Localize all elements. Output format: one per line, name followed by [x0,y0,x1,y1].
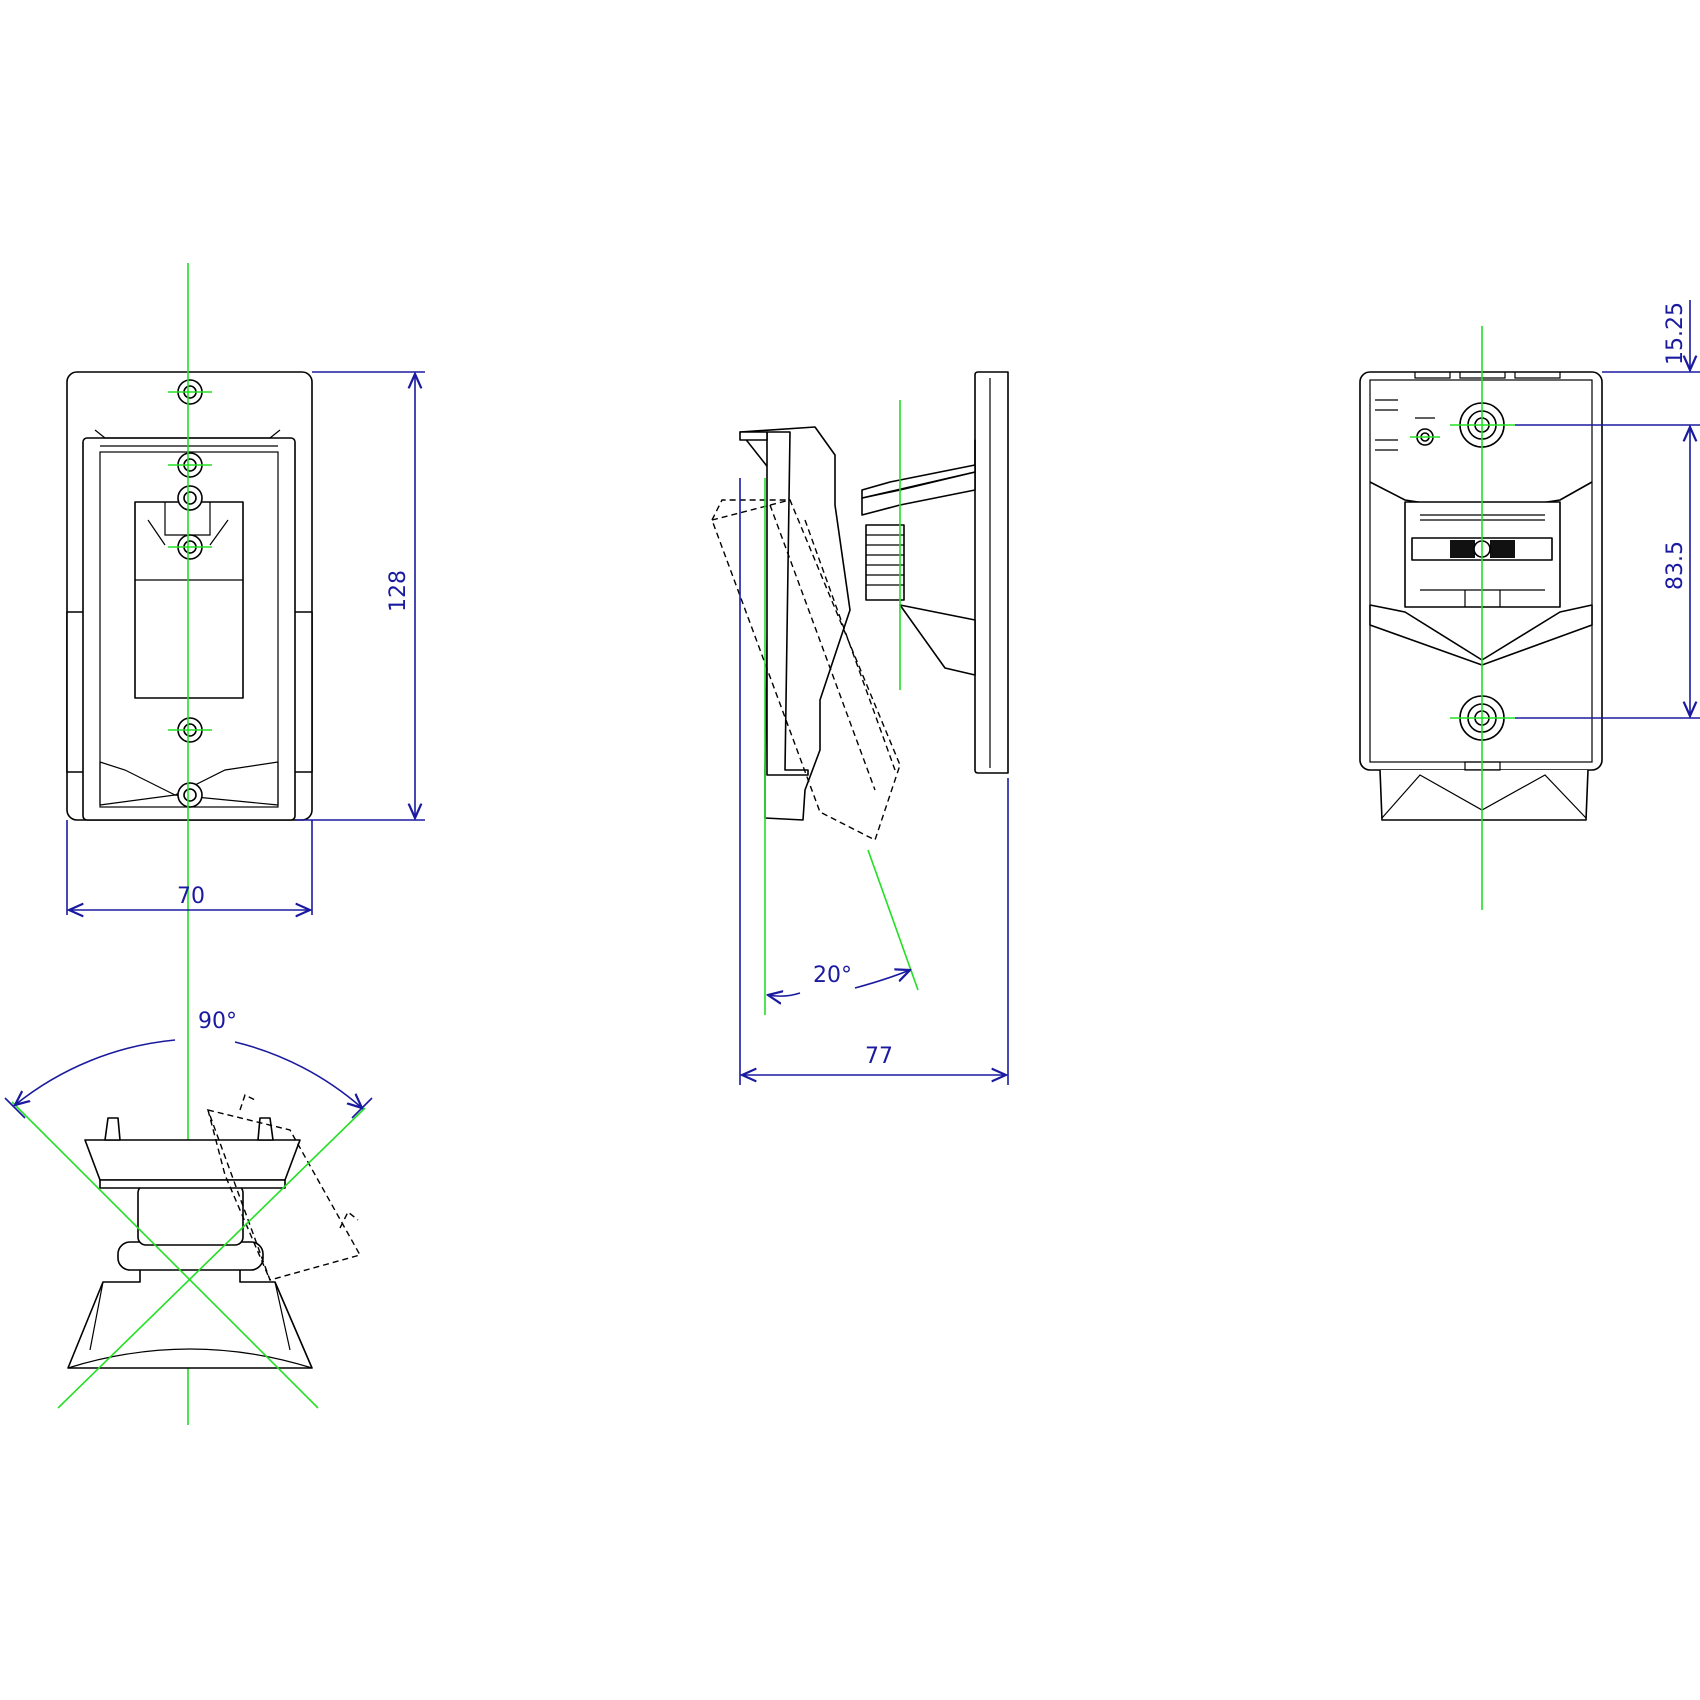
front-mounting-holes [177,379,203,808]
top-rotation-dimension: 90° [4,1009,373,1119]
front-width-dimension: 70 [66,820,313,915]
top-head [84,1139,301,1181]
rear-slider-block-left [1450,540,1475,558]
side-tilted-sensor [711,499,901,841]
side-view: 20° 77 [711,371,1009,1085]
front-height-dimension: 128 [295,371,425,821]
side-knob-ridges [866,534,904,586]
rear-center-lines [1410,326,1515,910]
front-view: 70 128 [66,263,425,1425]
side-sensor-lip [739,431,768,441]
side-sensor-face [766,431,809,776]
top-offset-label: 15.25 [1663,302,1688,365]
side-lower-arm [899,604,976,676]
top-base-curve [67,1281,313,1369]
rotation-label: 90° [198,1009,237,1034]
rear-side-slots [1375,399,1398,451]
front-window [134,501,244,699]
top-head-cap [99,1179,286,1189]
top-center-lines [11,1101,366,1409]
top-stem [137,1184,244,1246]
hole-spacing-label: 83.5 [1663,541,1688,590]
rear-lower-wedge [1369,604,1593,666]
front-bottom-wedge [99,761,279,806]
front-right-tab [293,611,313,773]
rear-view: 15.25 83.5 [1359,300,1700,910]
side-center-lines [764,400,919,1015]
height-label: 128 [386,570,411,612]
tilt-label: 20° [813,963,852,988]
top-pins [104,1117,274,1141]
side-tilt-dimension: 20° [768,963,910,996]
rear-offset-dimension: 15.25 83.5 [1515,300,1700,719]
side-knob [865,524,905,601]
side-wall-plate [974,371,1009,774]
rear-bottom-base [1379,769,1589,821]
top-neck [117,1241,264,1271]
side-upper-bracket [861,464,976,499]
side-sensor-body [739,426,851,821]
rear-slider-block-right [1490,540,1515,558]
side-depth-dimension: 77 [739,478,1009,1085]
top-rotated-head [206,1094,362,1281]
depth-label: 77 [865,1044,893,1069]
width-label: 70 [177,884,205,909]
top-view: 90° [4,1009,373,1409]
